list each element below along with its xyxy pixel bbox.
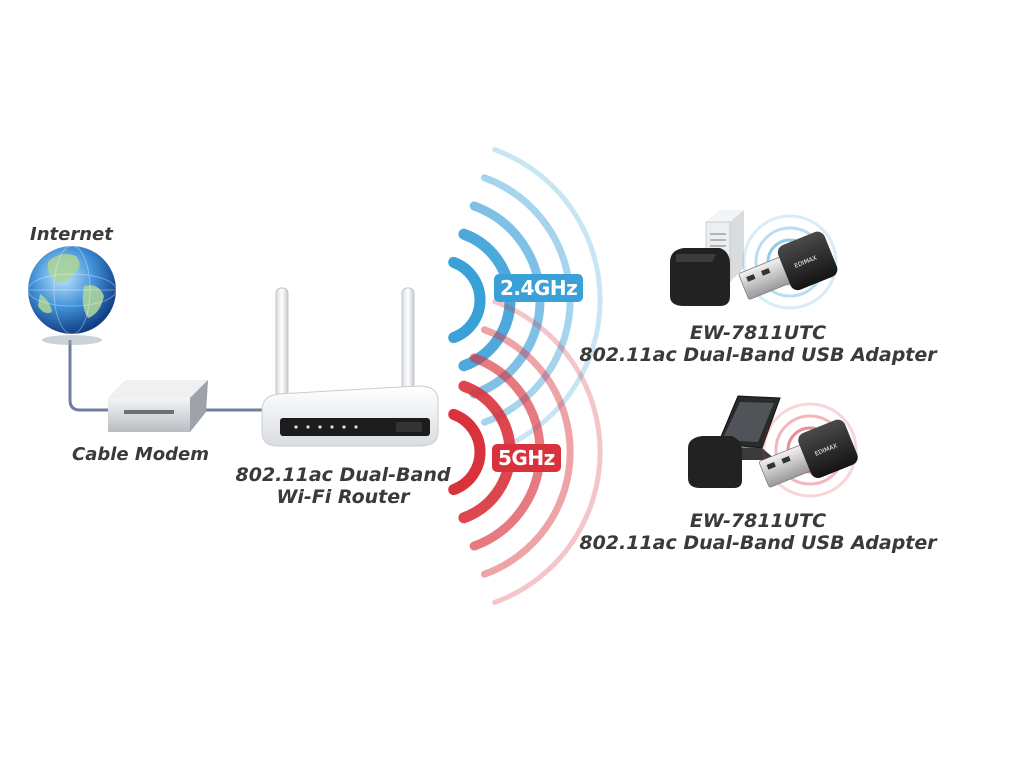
wifi-wave-arc xyxy=(448,408,486,496)
globe-icon xyxy=(27,245,117,345)
usb-adapter-icon: EDIMAX xyxy=(738,231,838,300)
signal-ripple-ring xyxy=(742,214,838,310)
signal-ripple-ring xyxy=(762,402,858,498)
wifi-wave-arc xyxy=(492,299,603,605)
router-label-line2: Wi-Fi Router xyxy=(276,486,410,508)
router-icon xyxy=(261,287,439,447)
cable-modem-label: Cable Modem xyxy=(72,444,210,465)
adapter-2-description: 802.11ac Dual-Band USB Adapter xyxy=(579,532,937,554)
desktop-pc-icon xyxy=(670,210,744,306)
wifi-wave-arc xyxy=(448,256,486,344)
adapter-1-model: EW-7811UTC xyxy=(689,322,827,344)
adapter-1-label: EW-7811UTC 802.11ac Dual-Band USB Adapte… xyxy=(548,322,968,366)
band-2-4ghz-badge: 2.4GHz xyxy=(494,274,584,302)
wifi-wave-arc xyxy=(492,147,603,453)
usb-adapter-icon: EDIMAX xyxy=(758,419,858,488)
adapter-2-label: EW-7811UTC 802.11ac Dual-Band USB Adapte… xyxy=(548,510,968,554)
router-label-line1: 802.11ac Dual-Band xyxy=(235,464,451,486)
wifi-wave-arc xyxy=(481,326,574,578)
router-label: 802.11ac Dual-Band Wi-Fi Router xyxy=(228,464,458,508)
adapter-2-model: EW-7811UTC xyxy=(689,510,827,532)
internet-label: Internet xyxy=(30,224,113,245)
adapter-1-description: 802.11ac Dual-Band USB Adapter xyxy=(579,344,937,366)
cable-lines xyxy=(68,340,268,412)
band-5ghz-badge: 5GHz xyxy=(492,444,561,472)
cable-modem-icon xyxy=(108,380,208,432)
laptop-icon xyxy=(688,395,781,488)
